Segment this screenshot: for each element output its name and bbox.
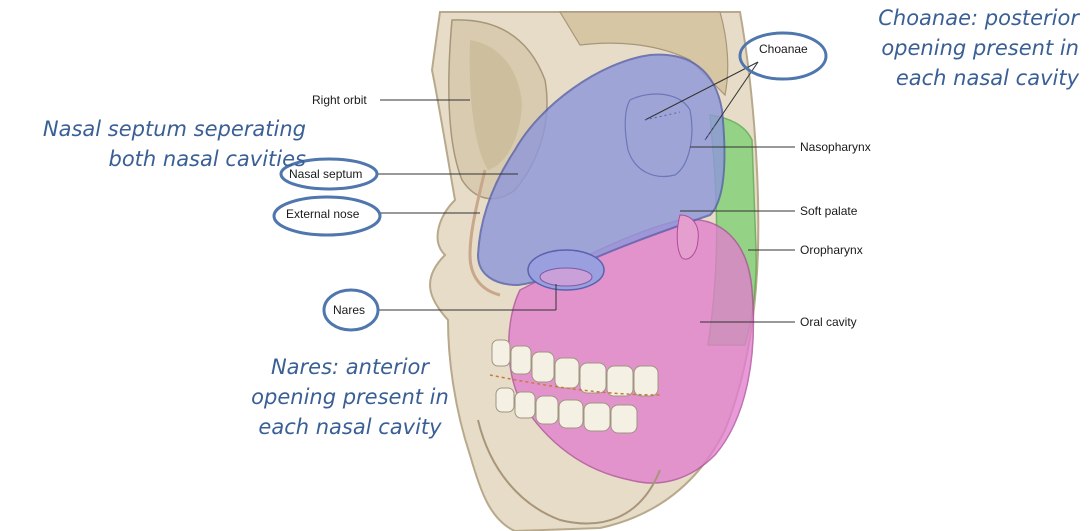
nares-annotation-line-1: Nares: anterior (230, 352, 470, 382)
nares-opening (540, 268, 592, 286)
nares-annotation-line-3: each nasal cavity (230, 412, 470, 442)
label-choanae: Choanae (759, 42, 808, 56)
nares-annotation-line-2: opening present in (230, 382, 470, 412)
choanae-annotation-line-2: opening present in (820, 33, 1079, 63)
septum-annotation-line-1: Nasal septum seperating (6, 114, 306, 144)
septum-annotation-line-2: both nasal cavities (6, 144, 306, 174)
choanae-annotation: Choanae: posterior opening present in ea… (820, 3, 1079, 93)
label-external-nose: External nose (286, 207, 359, 221)
label-right-orbit: Right orbit (312, 93, 367, 107)
choanae-annotation-line-3: each nasal cavity (820, 63, 1079, 93)
label-nasopharynx: Nasopharynx (800, 140, 871, 154)
choanae-highlight (740, 33, 826, 79)
label-soft-palate: Soft palate (800, 204, 857, 218)
choanae-annotation-line-1: Choanae: posterior (820, 3, 1079, 33)
label-nares: Nares (333, 303, 365, 317)
nares-annotation: Nares: anterior opening present in each … (230, 352, 470, 442)
label-oral-cavity: Oral cavity (800, 315, 857, 329)
label-oropharynx: Oropharynx (800, 243, 863, 257)
septum-annotation: Nasal septum seperating both nasal cavit… (6, 114, 306, 174)
